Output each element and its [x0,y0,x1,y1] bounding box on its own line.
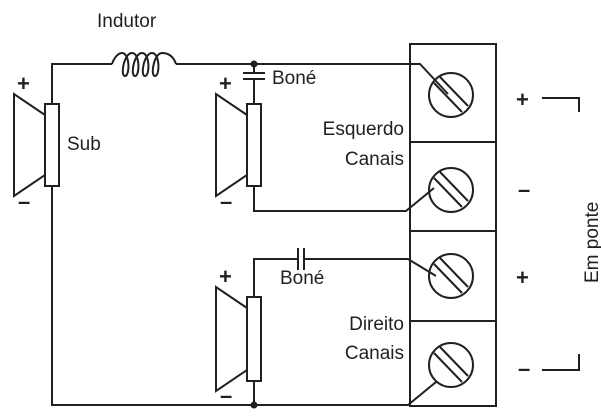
terminal-screw-1[interactable] [428,72,474,118]
terminal-sign-1: + [516,87,529,112]
mid-top-minus-sign: – [220,189,232,214]
speaker-sub [13,92,60,198]
left-channel-label: Esquerdo [323,119,404,140]
speaker-cone [215,285,248,393]
bridged-bracket-top [542,97,580,112]
speaker-mid-bottom [215,285,262,393]
sub-label: Sub [67,134,101,155]
inductor-label: Indutor [97,11,157,32]
right-channel-sub-label: Canais [345,343,404,364]
inductor-coil [111,51,177,78]
bridged-bracket-bottom [542,354,580,371]
speaker-magnet [246,103,262,187]
terminal-screw-3[interactable] [428,253,474,299]
terminal-screw-4[interactable] [428,342,474,388]
speaker-magnet [246,296,262,382]
terminal-screw-2[interactable] [428,167,474,213]
wire-sub-plus [51,63,112,104]
terminal-block [409,43,497,407]
speaker-magnet [44,103,60,187]
cap-bottom-label: Boné [280,268,324,289]
mid-bottom-minus-sign: – [220,383,232,408]
speaker-mid-top [215,92,262,198]
sub-minus-sign: – [18,189,30,214]
terminal-block-frame [409,43,497,407]
right-channel-label: Direito [349,314,404,335]
wire-terminal-2 [253,186,435,212]
terminal-sign-4: – [518,356,530,381]
speaker-cone [215,92,248,198]
mid-top-plus-sign: + [219,71,232,96]
sub-plus-sign: + [17,71,30,96]
wire-terminal-3 [304,258,437,277]
cap-top-label: Boné [272,68,316,89]
terminal-sign-3: + [516,265,529,290]
bridged-label: Em ponte [582,202,601,283]
speaker-cone [13,92,46,198]
mid-bottom-plus-sign: + [219,264,232,289]
wire-cap-bottom-left [253,258,298,297]
terminal-sign-2: – [518,177,530,202]
left-channel-sub-label: Canais [345,149,404,170]
wire-sub-minus-return [51,186,437,406]
